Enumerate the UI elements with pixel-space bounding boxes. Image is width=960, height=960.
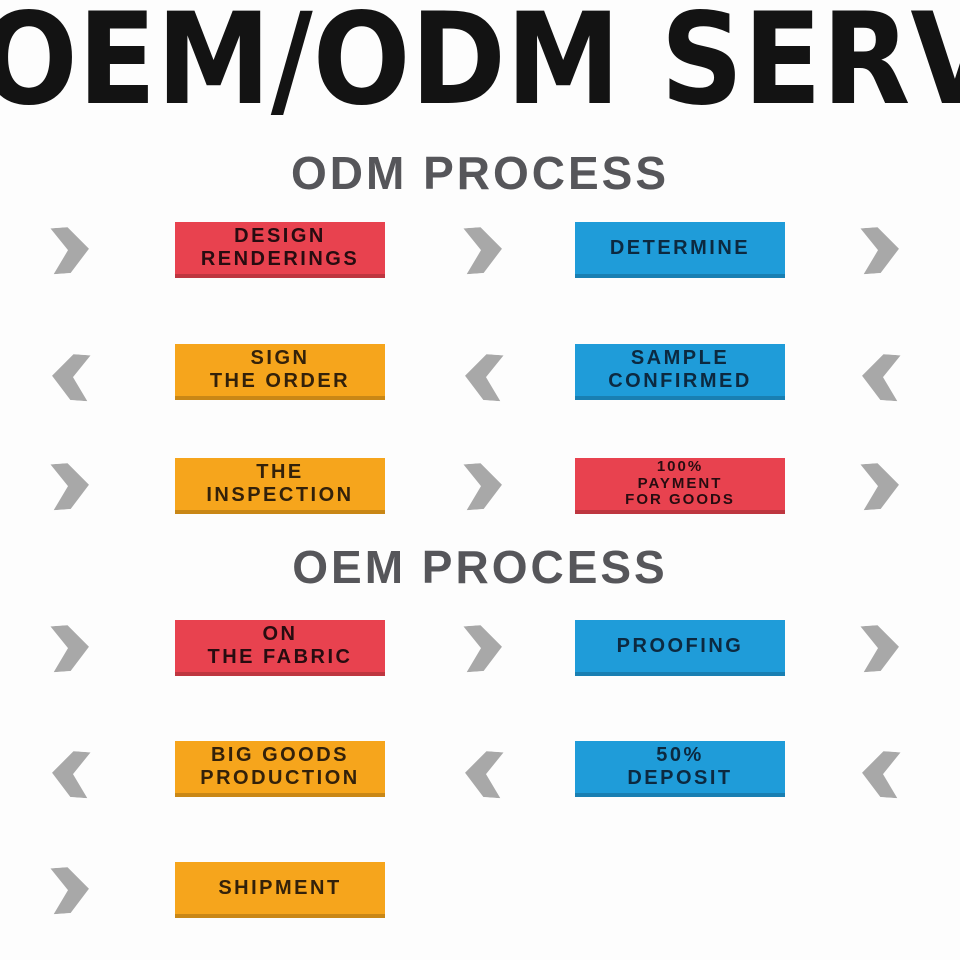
chevron-right-icon — [50, 867, 89, 915]
step-box: SHIPMENT — [175, 862, 385, 918]
chevron-right-icon — [50, 463, 89, 511]
step-label-line: DETERMINE — [609, 236, 751, 259]
chevron-right-icon — [860, 625, 899, 673]
step-label-line: DEPOSIT — [627, 767, 733, 789]
step-label-line: PROOFING — [616, 634, 744, 657]
process-row: SIGN THE ORDER SAMPLE CONFIRMED — [0, 344, 960, 402]
step-label-line: CONFIRMED — [608, 370, 752, 392]
chevron-right-icon — [50, 625, 89, 673]
step-box: ON THE FABRIC — [175, 620, 385, 676]
step-label-line: RENDERINGS — [200, 248, 360, 270]
step-label-line: FOR GOODS — [625, 491, 735, 509]
step-box: DETERMINE — [575, 222, 785, 278]
step-box: BIG GOODS PRODUCTION — [175, 741, 385, 797]
section-heading-oem: OEM PROCESS — [292, 541, 668, 593]
chevron-left-icon — [465, 751, 504, 799]
step-label-line: 100% — [656, 458, 704, 476]
process-row: DESIGN RENDERINGS DETERMINE — [0, 222, 960, 278]
chevron-right-icon — [463, 463, 502, 511]
step-label-line: PAYMENT — [637, 474, 723, 492]
step-label-line: THE ORDER — [209, 370, 351, 392]
step-label-line: SHIPMENT — [218, 876, 342, 899]
process-row: SHIPMENT — [0, 862, 960, 918]
chevron-right-icon — [463, 227, 502, 275]
step-label-line: THE — [256, 461, 304, 483]
step-box: SAMPLE CONFIRMED — [575, 344, 785, 400]
step-label-line: SIGN — [250, 347, 310, 369]
page-title-wrap: OEM/ODM SERVICE — [0, 0, 960, 127]
step-label-line: PRODUCTION — [200, 767, 360, 789]
step-label-line: BIG GOODS — [210, 744, 350, 766]
page-title: OEM/ODM SERVICE — [0, 0, 960, 134]
process-row: BIG GOODS PRODUCTION 50% DEPOSIT — [0, 741, 960, 799]
step-box: DESIGN RENDERINGS — [175, 222, 385, 278]
chevron-left-icon — [862, 751, 901, 799]
process-row: THE INSPECTION 100% PAYMENT FOR GOODS — [0, 458, 960, 514]
step-box: 50% DEPOSIT — [575, 741, 785, 797]
process-row: ON THE FABRIC PROOFING — [0, 620, 960, 676]
chevron-left-icon — [52, 354, 91, 402]
chevron-left-icon — [52, 751, 91, 799]
chevron-left-icon — [465, 354, 504, 402]
section-heading-odm: ODM PROCESS — [290, 147, 670, 199]
chevron-right-icon — [50, 227, 89, 275]
step-label-line: THE FABRIC — [207, 646, 353, 668]
chevron-right-icon — [463, 625, 502, 673]
step-label-line: INSPECTION — [206, 484, 354, 506]
chevron-right-icon — [860, 463, 899, 511]
step-label-line: DESIGN — [234, 225, 326, 247]
step-label-line: 50% — [656, 744, 704, 766]
chevron-left-icon — [862, 354, 901, 402]
step-box: THE INSPECTION — [175, 458, 385, 514]
step-box: PROOFING — [575, 620, 785, 676]
chevron-right-icon — [860, 227, 899, 275]
step-box: 100% PAYMENT FOR GOODS — [575, 458, 785, 514]
step-label-line: SAMPLE — [630, 347, 730, 369]
step-box: SIGN THE ORDER — [175, 344, 385, 400]
step-label-line: ON — [262, 623, 298, 645]
